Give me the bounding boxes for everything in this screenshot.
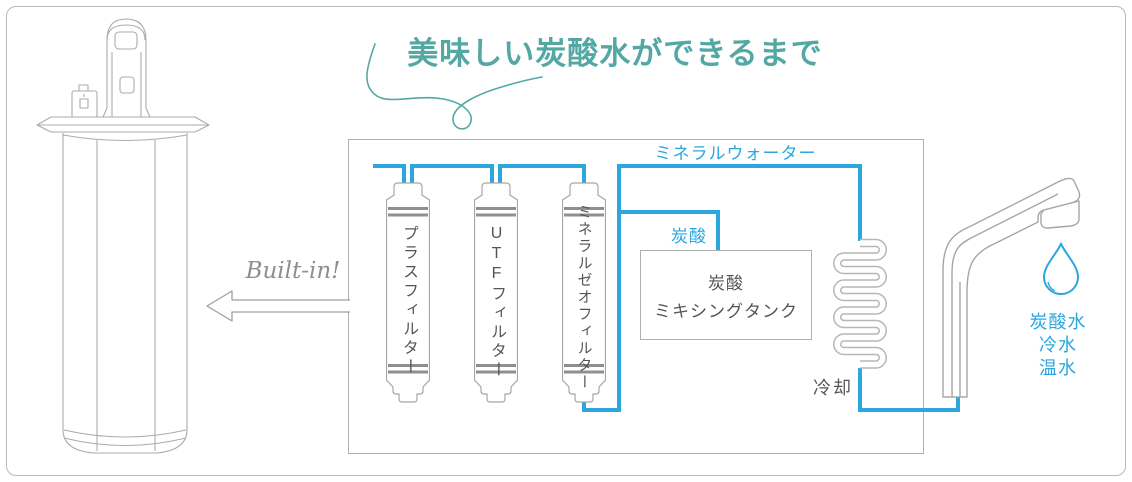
- water-pipes: [373, 164, 960, 412]
- filter-cartridge-shape: [386, 182, 430, 403]
- faucet-icon: [942, 177, 1081, 398]
- process-diagram-box: [348, 139, 924, 454]
- output-cold-water: 冷水: [1039, 335, 1077, 355]
- filter-label: ミネラルゼオフィルター: [575, 204, 593, 391]
- carbonic-mixing-tank: 炭酸 ミキシングタンク: [640, 250, 812, 340]
- filter-cartridge-plus: プラスフィルター: [386, 181, 430, 407]
- water-server-illustration: [36, 18, 210, 454]
- tank-label-line2: ミキシングタンク: [654, 301, 798, 321]
- filter-cartridge-utf: UTFフィルター: [474, 181, 518, 407]
- water-drop-icon: [1042, 241, 1080, 295]
- carbonic-label: 炭酸: [671, 227, 707, 246]
- filter-cartridge-mineral-zeo: ミネラルゼオフィルター: [562, 181, 606, 407]
- filter-label: プラスフィルター: [400, 225, 417, 377]
- cooling-label: 冷却: [813, 378, 853, 398]
- built-in-label: Built-in!: [245, 258, 341, 284]
- filter-cartridge-shape: [474, 182, 518, 403]
- output-carbonated-water: 炭酸水: [1029, 312, 1087, 332]
- output-hot-water: 温水: [1039, 358, 1077, 378]
- tank-label-line1: 炭酸: [708, 273, 744, 293]
- output-water-types: 炭酸水 冷水 温水: [1012, 311, 1104, 380]
- outer-frame: [6, 6, 1126, 476]
- title-flourish-icon: [366, 43, 543, 130]
- built-in-arrow-icon: [206, 290, 350, 322]
- page-title: 美味しい炭酸水ができるまで: [407, 36, 823, 72]
- filter-cartridge-shape: [562, 182, 606, 403]
- mineral-water-label: ミネラルウォーター: [654, 144, 817, 163]
- cooling-coil-icon: [833, 238, 887, 369]
- filter-label: UTFフィルター: [488, 225, 505, 380]
